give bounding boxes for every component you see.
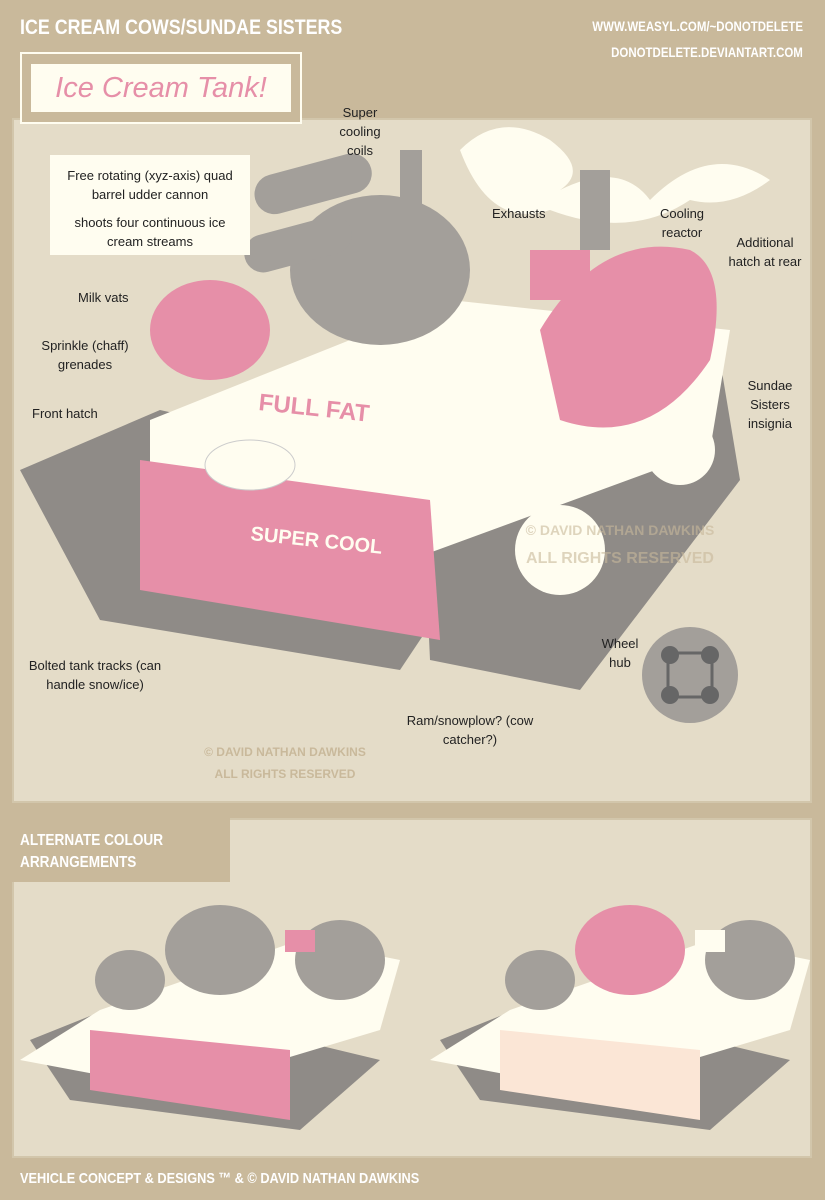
exhaust: [580, 170, 610, 250]
callout-milk-vats: Milk vats: [78, 290, 129, 305]
callout-insignia: Sundae Sisters insignia: [747, 378, 793, 431]
watermark-line2: ALL RIGHTS RESERVED: [526, 550, 714, 567]
alt-tank-2: [430, 905, 810, 1130]
callout-streams: shoots four continuous ice cream streams: [74, 215, 226, 249]
cannon-callout-box: [50, 155, 250, 255]
cannon-barrel: [254, 153, 372, 215]
callout-front-hatch: Front hatch: [32, 406, 98, 421]
cooling-coil: [400, 150, 422, 230]
tank-illustration: FULL FAT SUPER COOL: [20, 127, 770, 690]
callout-ram: Ram/snowplow? (cow catcher?): [406, 713, 534, 747]
weasyl-url: WWW.WEASYL.COM/~DONOTDELETE: [592, 18, 803, 34]
callout-sprinkle: Sprinkle (chaff) grenades: [41, 338, 129, 372]
callout-tracks: Bolted tank tracks (can handle snow/ice): [28, 658, 162, 692]
milk-vat-left: [150, 280, 270, 380]
front-armor: [140, 460, 440, 640]
alt-tank-1: [20, 905, 400, 1130]
cooling-reactor: [530, 250, 590, 300]
footer-credit: VEHICLE CONCEPT & DESIGNS ™ & © DAVID NA…: [20, 1170, 420, 1187]
alternate-title-band: [0, 818, 230, 882]
wheel-hub-diagram: [642, 627, 738, 723]
title-frame: Ice Cream Tank!: [20, 52, 302, 124]
alternate-title: ALTERNATE COLOUR ARRANGEMENTS: [20, 832, 164, 871]
smoke-cloud: [460, 127, 770, 223]
callout-cannon: Free rotating (xyz-axis) quad barrel udd…: [67, 168, 233, 202]
front-hatch: [204, 439, 296, 491]
series-title: ICE CREAM COWS/SUNDAE SISTERS: [20, 16, 343, 39]
footer-band: [0, 1158, 470, 1200]
watermark-line2: ALL RIGHTS RESERVED: [214, 767, 356, 781]
callout-rear-hatch: Additional hatch at rear: [728, 235, 802, 269]
watermark-line1: © DAVID NATHAN DAWKINS: [204, 745, 366, 759]
wheel: [515, 505, 605, 595]
alternate-tanks: [20, 905, 810, 1130]
watermark-line1: © DAVID NATHAN DAWKINS: [525, 522, 715, 538]
callout-reactor: Cooling reactor: [659, 206, 705, 240]
callout-coils: Super cooling coils: [339, 105, 381, 158]
callout-wheel-hub: Wheel hub: [601, 636, 639, 670]
main-title: Ice Cream Tank!: [31, 64, 291, 112]
deviantart-url: DONOTDELETE.DEVIANTART.COM: [611, 44, 803, 60]
cannon-barrel: [244, 215, 352, 273]
callout-exhausts: Exhausts: [492, 206, 546, 221]
turret-dome: [290, 195, 470, 345]
